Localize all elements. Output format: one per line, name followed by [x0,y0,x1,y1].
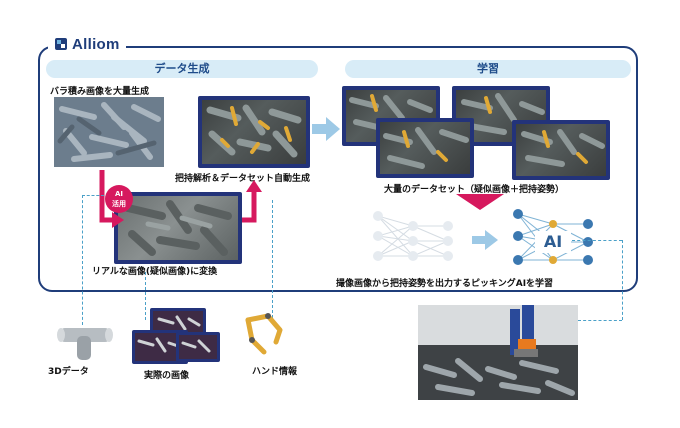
training-arrow [472,230,498,250]
3d-data-pipe-icon [57,328,113,360]
connector-robot-top [572,240,622,241]
real-image-bin-3 [176,332,220,362]
arrow-head-right [112,212,124,228]
robot-scene-graphic [418,305,578,400]
ai-node-label: AI [535,231,571,253]
realistic-image-bin [114,192,242,264]
dataset-bin-4 [512,120,610,180]
label-dataset: 大量のデータセット（疑似画像＋把持姿勢） [384,185,565,195]
label-real-images: 実際の画像 [144,371,190,381]
dataset-bin-3 [376,118,474,178]
connector-robot-bottom [578,320,622,321]
connector-hand-info [272,200,273,318]
brand-name: Alliom [72,35,120,53]
label-3d-data: 3Dデータ [48,367,89,377]
ai-badge-line1: AI [114,190,124,198]
neural-network-untrained [373,211,453,261]
label-bulk-images: バラ積み画像を大量生成 [50,87,150,97]
robot-picking-photo [418,305,578,400]
grasp-analysis-bin [198,96,310,168]
connector-3d-data-top [82,195,104,196]
arrow-head-up [246,180,262,192]
label-hand-info: ハンド情報 [252,367,298,377]
section-header-generation: データ生成 [46,60,318,78]
dataset-to-ai-arrow [456,194,504,210]
label-train-ai: 撮像画像から把持姿勢を出力するピッキングAIを学習 [336,279,554,289]
alliom-logo-icon [55,38,67,50]
section-header-learning: 学習 [345,60,631,78]
label-grasp-analysis: 把持解析＆データセット自動生成 [175,174,311,184]
realistic-pipes-graphic [124,200,232,256]
bulk-image-photo [54,97,164,167]
connector-robot [622,240,623,320]
ai-badge-line2: 活用 [112,200,126,208]
connector-3d-data [82,195,83,325]
label-realistic: リアルな画像(疑似画像)に変換 [92,267,218,277]
connector-real-images [145,272,146,320]
ai-usage-badge: AI 活用 [105,185,133,213]
section-transition-arrow [312,117,340,141]
grasp-pipes-graphic [206,104,302,158]
brand-logo: Alliom [48,33,126,55]
robot-hand-icon [245,313,283,355]
generation-flow-arrows [99,170,262,228]
bulk-pipes-graphic [54,97,164,167]
